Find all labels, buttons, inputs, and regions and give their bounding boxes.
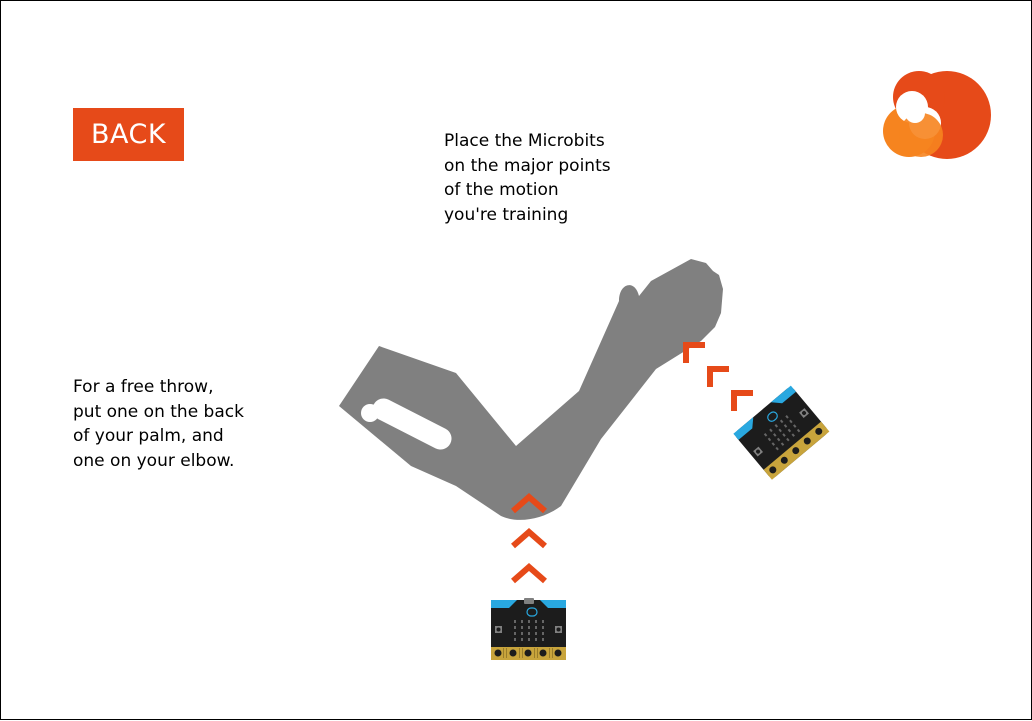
instruction-line: you're training — [444, 204, 569, 225]
instruction-line: For a free throw, — [73, 377, 214, 397]
chevron-up-icon — [683, 342, 753, 411]
instruction-line: put one on the back — [73, 401, 244, 422]
instruction-line: of your palm, and — [73, 426, 224, 446]
back-button[interactable]: BACK — [73, 108, 184, 161]
arm-silhouette-icon — [339, 259, 723, 520]
arm-highlight-dot — [361, 404, 379, 422]
microbit-board-icon — [733, 385, 830, 480]
placement-instructions: Place the Microbits on the major points … — [444, 129, 611, 227]
microbit-board-icon — [491, 598, 566, 660]
instruction-line: one on your elbow. — [73, 450, 235, 471]
instruction-line: on the major points — [444, 155, 611, 176]
free-throw-instructions: For a free throw, put one on the back of… — [73, 375, 244, 473]
arm-highlight — [372, 398, 452, 450]
chevron-up-icon — [511, 493, 547, 584]
orange-circles-logo — [883, 71, 991, 159]
instruction-line: Place the Microbits — [444, 131, 605, 151]
instruction-line: of the motion — [444, 180, 559, 200]
